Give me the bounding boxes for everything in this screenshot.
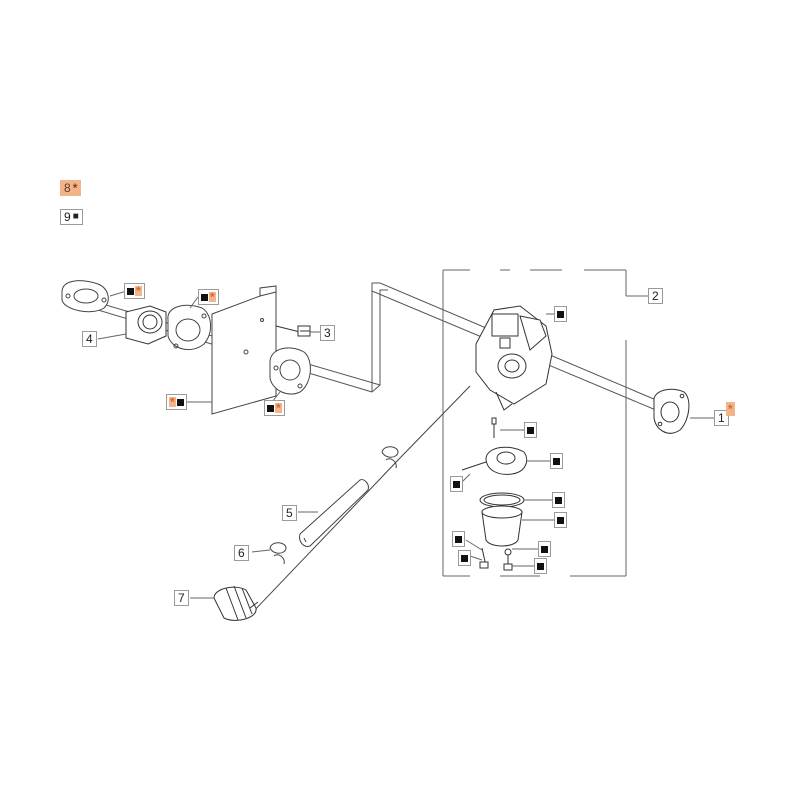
star-marker-icon: * [72,181,78,195]
square-marker-icon [527,426,534,434]
square-marker-icon [176,398,184,406]
marker-square-pin [524,422,537,438]
screw [275,325,311,337]
bowl-bolt [503,548,513,571]
legend-item-8: 8 * [60,180,82,196]
callout-6: 6 [234,545,249,561]
callout-1-star-badge: * [726,402,735,416]
square-marker-icon [553,457,560,465]
float-bowl [481,505,523,547]
marker-square-carb [554,306,567,322]
callout-4: 4 [82,331,97,347]
heat-shield-plate [211,285,277,415]
marker-square-bolt [534,558,547,574]
legend-item-9: 9 ■ [60,209,83,225]
hose-clip-lower [269,542,287,565]
square-marker-icon [453,480,460,488]
callout-number: 7 [178,591,185,605]
square-marker-icon: ■ [72,211,79,222]
marker-square-float [550,453,563,469]
marker-square-washer [538,541,551,557]
square-marker-icon [557,516,564,524]
callout-5: 5 [282,505,297,521]
star-marker-icon: * [135,284,142,298]
square-marker-icon [557,310,564,318]
leader-lines [97,289,714,599]
callout-number: 2 [652,289,659,303]
star-marker-icon: * [209,290,216,304]
square-marker-icon [267,404,274,412]
drain-screw [479,547,489,569]
callout-3: 3 [320,325,335,341]
marker-square-star-gasket-plate: * [264,400,285,416]
callout-number: 3 [324,326,331,340]
callout-number: 5 [286,506,293,520]
gasket-plate [269,347,311,395]
marker-square-float-pin [450,476,463,492]
callout-number: 4 [86,332,93,346]
bowl-gasket [479,492,525,508]
marker-square-bowl [554,512,567,528]
marker-square-drain-screw [458,550,471,566]
gasket-middle [167,304,211,351]
square-marker-icon [541,545,548,553]
square-marker-icon [461,554,468,562]
square-marker-icon [455,535,462,543]
shaft-guide-lines [74,282,669,414]
float-pin [491,417,497,438]
legend-number: 9 [64,210,71,224]
star-marker-icon: * [275,401,282,415]
assembly-bracket [442,269,648,577]
star-marker-icon: * [169,395,176,409]
square-marker-icon [555,496,562,504]
callout-7: 7 [174,590,189,606]
float [461,446,528,475]
fuel-filter [213,585,259,621]
legend-number: 8 [64,181,71,195]
square-marker-icon [127,287,134,295]
hose-clip-upper [381,446,399,469]
marker-square-star-gasket: * [124,283,145,299]
carburetor-body [475,305,553,411]
callout-number: 6 [238,546,245,560]
callout-1: 1 [714,410,729,426]
marker-square-star-gasket-mid: * [198,289,219,305]
marker-square-drain [452,531,465,547]
callout-number: 1 [718,411,725,425]
square-marker-icon [537,562,544,570]
marker-square-bowl-gasket [552,492,565,508]
star-marker-icon: * [728,402,733,416]
square-marker-icon [201,293,208,301]
fuel-hose [249,385,471,616]
gasket-right [653,388,690,434]
gasket-left [61,280,109,313]
marker-star-square-plate: * [166,394,187,410]
callout-2: 2 [648,288,663,304]
insulator-block [125,305,167,345]
